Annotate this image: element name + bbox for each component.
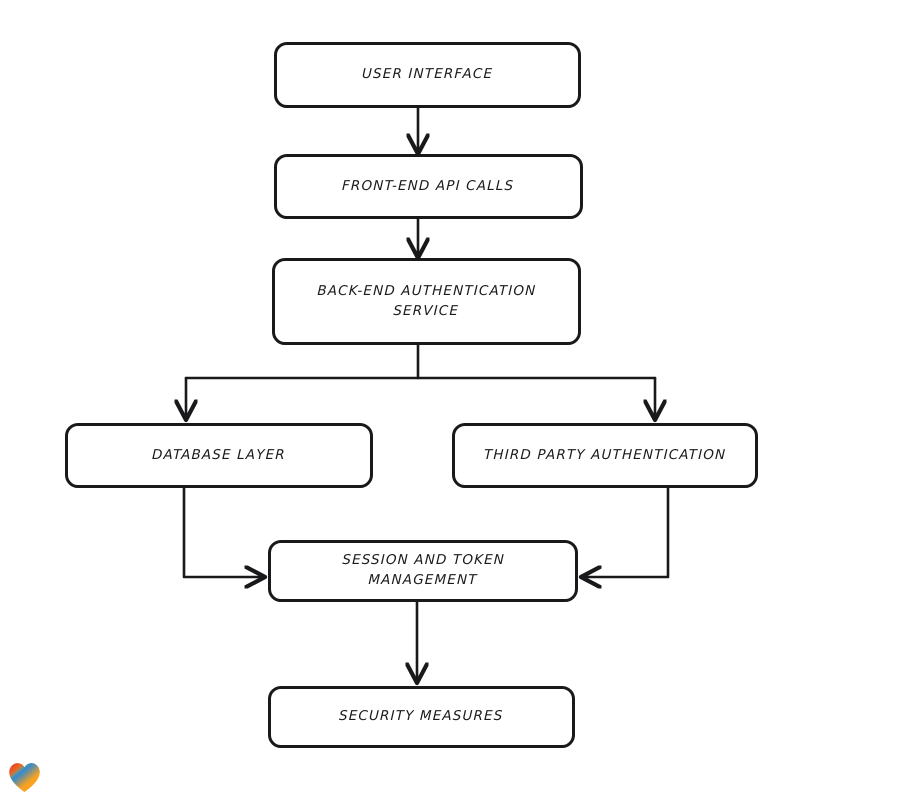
edge-third-party-auth-to-session-token-mgmt	[583, 486, 670, 577]
edge-database-layer-to-session-token-mgmt	[182, 486, 263, 577]
heart-icon	[9, 763, 40, 792]
node-session-token-mgmt-label: Session and Token Management	[341, 552, 505, 588]
node-security-measures-label: Security Measures	[339, 708, 505, 725]
node-back-end-auth-service[interactable]: Back-End Authentication Service	[272, 258, 581, 345]
node-front-end-api-calls[interactable]: Front-End API Calls	[274, 154, 583, 219]
node-user-interface-label: User Interface	[361, 66, 494, 83]
node-third-party-auth-label: Third Party Authentication	[483, 446, 727, 463]
node-user-interface[interactable]: User Interface	[274, 42, 581, 108]
node-session-token-mgmt[interactable]: Session and Token Management	[268, 540, 578, 602]
node-front-end-api-calls-label: Front-End API Calls	[342, 177, 515, 194]
node-database-layer[interactable]: Database Layer	[65, 423, 373, 488]
node-back-end-auth-service-label: Back-End Authentication Service	[317, 282, 537, 319]
node-third-party-auth[interactable]: Third Party Authentication	[452, 423, 758, 488]
node-security-measures[interactable]: Security Measures	[268, 686, 575, 748]
node-database-layer-label: Database Layer	[151, 446, 287, 463]
